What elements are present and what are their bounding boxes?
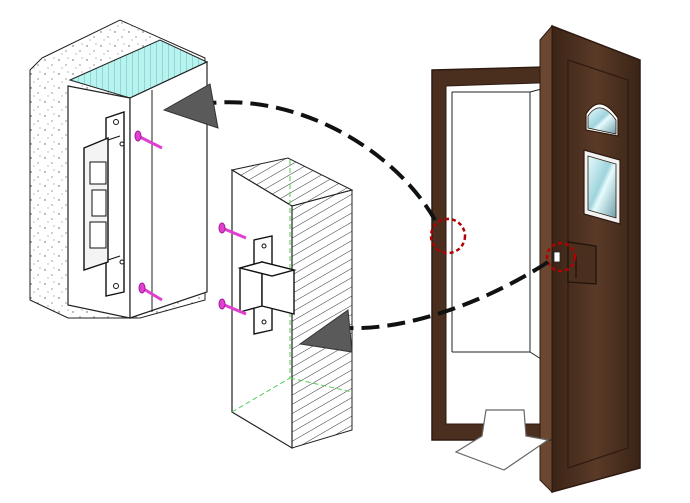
- latch-block-assembly: [218, 157, 354, 450]
- swing-direction-arrow-icon: [454, 409, 550, 471]
- electric-strike-assembly: [29, 19, 209, 319]
- door-leaf-edge: [539, 24, 553, 494]
- latch-screw-top: [218, 222, 247, 240]
- electric-strike-icon: [83, 111, 125, 297]
- strike-screw-top: [134, 130, 163, 150]
- door-edge-side: [291, 189, 353, 449]
- latch-block-icon: [237, 235, 297, 335]
- door-latch-callout: [545, 241, 577, 273]
- leader-to-strike: [162, 83, 437, 221]
- leader-to-latch: [298, 260, 550, 353]
- door-icon: [431, 24, 641, 494]
- latch-screw-bottom: [218, 298, 247, 316]
- door-window: [583, 103, 621, 225]
- frame-strike-callout: [429, 217, 467, 255]
- frame-side: [129, 61, 208, 319]
- strike-screw-bottom: [138, 282, 163, 302]
